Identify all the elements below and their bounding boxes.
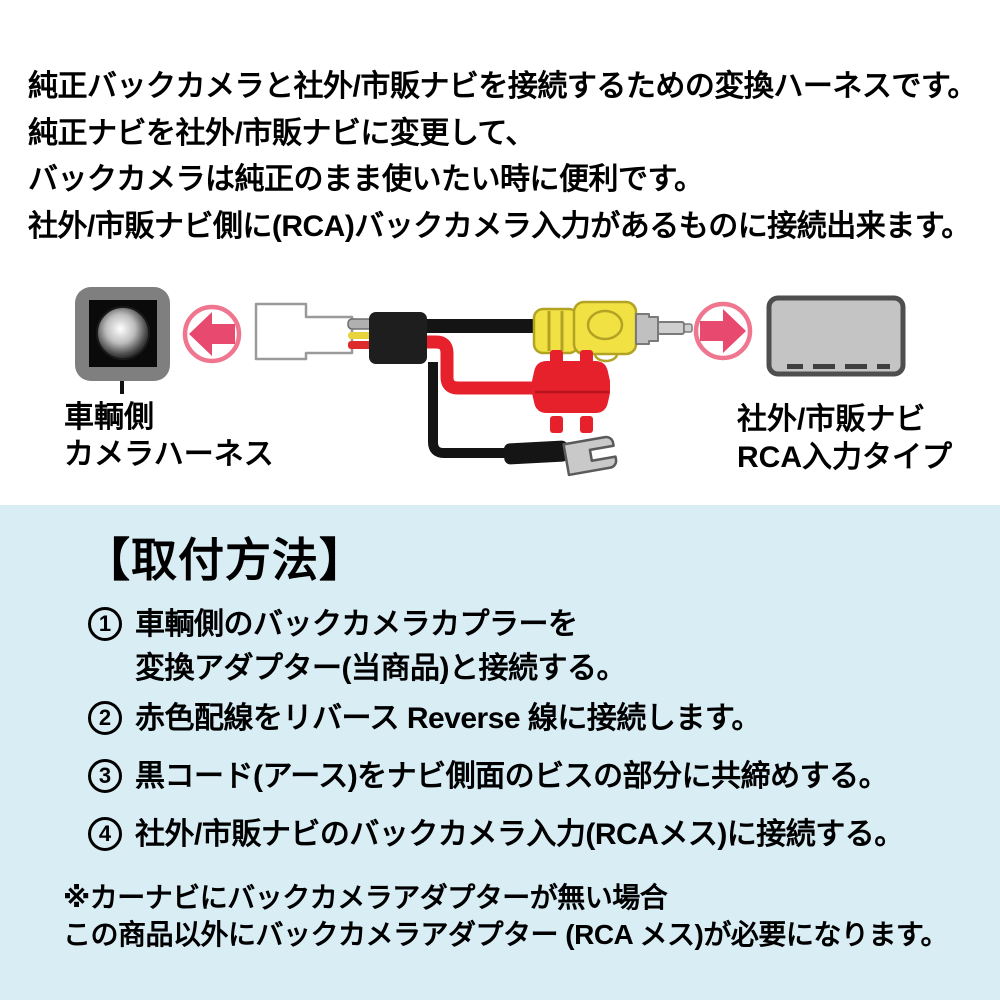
note-line2: この商品以外にバックカメラアダプター (RCA メス)が必要になります。 bbox=[63, 919, 949, 950]
ground-sleeve bbox=[503, 440, 569, 465]
step-text: 黒コード(アース)をナビ側面のビスの部分に共締めする。 bbox=[135, 760, 889, 793]
intro-line: 純正ナビを社外/市販ナビに変更して、 bbox=[28, 116, 535, 150]
step-number-badge: 1 bbox=[88, 607, 122, 641]
step-text: 社外/市販ナビのバックカメラ入力(RCAメス)に接続する。 bbox=[135, 818, 904, 851]
wiring-diagram bbox=[75, 287, 906, 477]
camera-label-line2: カメラハーネス bbox=[64, 438, 274, 471]
step-number-badge: 3 bbox=[88, 759, 122, 793]
instructions-heading: 【取付方法】 bbox=[84, 534, 366, 586]
step-item-3: 3 黒コード(アース)をナビ側面のビスの部分に共締めする。 bbox=[88, 755, 889, 799]
arrow-right-icon bbox=[693, 301, 753, 361]
nav-label-line1: 社外/市販ナビ bbox=[737, 403, 926, 436]
note-text: ※カーナビにバックカメラアダプターが無い場合 この商品以外にバックカメラアダプタ… bbox=[63, 879, 949, 953]
camera-icon bbox=[75, 287, 170, 394]
intro-text: 純正バックカメラと社外/市販ナビを接続するための変換ハーネスです。 純正ナビを社… bbox=[28, 64, 977, 250]
black-sleeve bbox=[369, 312, 427, 364]
inner-wires bbox=[347, 318, 375, 349]
harness-connector bbox=[254, 302, 354, 361]
step-text-line: 変換アダプター(当商品)と接続する。 bbox=[135, 652, 626, 685]
step-text-line: 車輌側のバックカメラカプラーを bbox=[135, 608, 578, 641]
intro-line: 純正バックカメラと社外/市販ナビを接続するための変換ハーネスです。 bbox=[28, 70, 977, 103]
step-item-4: 4 社外/市販ナビのバックカメラ入力(RCAメス)に接続する。 bbox=[88, 813, 904, 857]
wire-tap-connector bbox=[532, 350, 610, 433]
nav-label: 社外/市販ナビ RCA入力タイプ bbox=[737, 401, 952, 477]
instructions-panel bbox=[0, 505, 1000, 1000]
nav-unit-icon bbox=[766, 295, 906, 377]
rca-plug-yellow bbox=[532, 300, 693, 363]
ground-wire bbox=[428, 362, 508, 458]
intro-line: 社外/市販ナビ側に(RCA)バックカメラ入力があるものに接続出来ます。 bbox=[28, 209, 971, 243]
arrow-left-icon bbox=[182, 304, 242, 364]
red-wire bbox=[427, 335, 542, 395]
step-item-2: 2 赤色配線をリバース Reverse 線に接続します。 bbox=[88, 697, 761, 741]
note-line1: ※カーナビにバックカメラアダプターが無い場合 bbox=[63, 882, 668, 913]
camera-label-line1: 車輌側 bbox=[64, 401, 154, 434]
step-item-1: 1 車輌側のバックカメラカプラーを 変換アダプター(当商品)と接続する。 bbox=[88, 603, 626, 691]
step-text: 車輌側のバックカメラカプラーを 変換アダプター(当商品)と接続する。 bbox=[135, 603, 626, 691]
nav-label-line2: RCA入力タイプ bbox=[737, 441, 952, 474]
camera-label: 車輌側 カメラハーネス bbox=[64, 399, 274, 473]
fork-terminal bbox=[562, 435, 618, 477]
step-number-badge: 2 bbox=[88, 701, 122, 735]
step-text: 赤色配線をリバース Reverse 線に接続します。 bbox=[135, 702, 761, 735]
intro-line: バックカメラは純正のまま使いたい時に便利です。 bbox=[28, 163, 704, 196]
step-number-badge: 4 bbox=[88, 817, 122, 851]
